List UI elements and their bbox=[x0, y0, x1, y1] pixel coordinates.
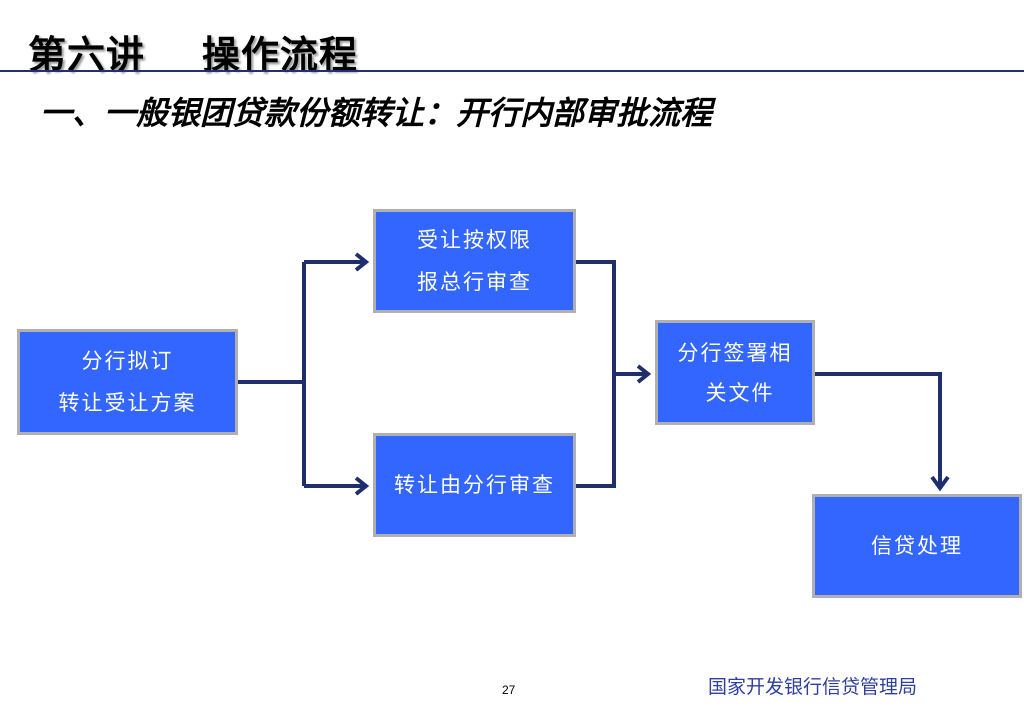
step-hq-review: 受让按权限 报总行审查 bbox=[373, 209, 576, 313]
page-title: 第六讲 操作流程 bbox=[28, 33, 358, 77]
step-label: 报总行审查 bbox=[417, 270, 532, 294]
step-sign-documents: 分行签署相 关文件 bbox=[655, 320, 815, 425]
step-label: 信贷处理 bbox=[871, 534, 963, 558]
step-label: 转让受让方案 bbox=[58, 391, 197, 415]
arrowhead-branch bbox=[354, 476, 370, 496]
step-label: 转让由分行审查 bbox=[394, 473, 555, 497]
page-number: 27 bbox=[502, 683, 516, 697]
section-subtitle: 一、一般银团贷款份额转让：开行内部审批流程 bbox=[40, 94, 713, 132]
connector-branch-out bbox=[576, 374, 616, 488]
title-divider bbox=[0, 70, 1024, 72]
arrowhead-process bbox=[930, 475, 950, 492]
organization-name: 国家开发银行信贷管理局 bbox=[708, 676, 918, 698]
step-label: 分行签署相 bbox=[677, 340, 793, 365]
step-label: 关文件 bbox=[705, 380, 775, 405]
arrowhead-sign bbox=[636, 364, 652, 384]
arrowhead-hq bbox=[354, 252, 370, 272]
step-branch-review: 转让由分行审查 bbox=[373, 433, 576, 537]
connector-hq-out bbox=[576, 260, 616, 374]
connector-sign-out bbox=[815, 372, 942, 487]
step-branch-draft-plan: 分行拟订 转让受让方案 bbox=[17, 329, 238, 435]
step-credit-processing: 信贷处理 bbox=[812, 494, 1022, 598]
step-label: 受让按权限 bbox=[417, 228, 532, 252]
step-label: 分行拟订 bbox=[81, 349, 174, 373]
